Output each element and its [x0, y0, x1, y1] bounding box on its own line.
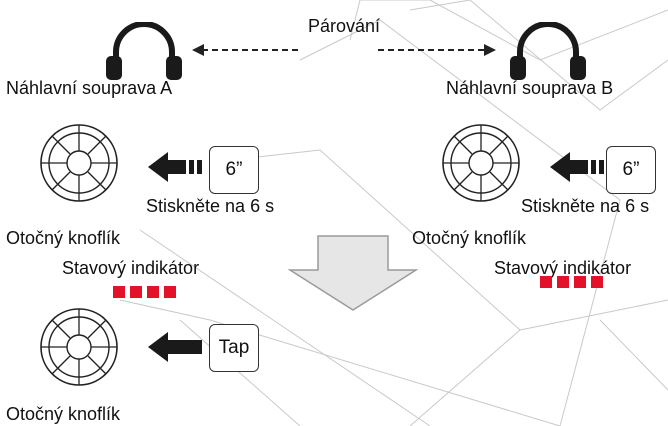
headphones-icon: [510, 22, 586, 80]
status-led: [557, 276, 569, 288]
down-arrow-icon: [287, 235, 419, 311]
tap-arrow-icon: [148, 332, 202, 362]
press-instruction-a: Stiskněte na 6 s: [146, 196, 275, 216]
press-6s-key: 6”: [209, 146, 259, 194]
press-6s-key: 6”: [606, 146, 656, 194]
status-led: [540, 276, 552, 288]
status-indicator-label-b: Stavový indikátor: [494, 258, 632, 278]
rotary-dial-icon: [40, 124, 118, 202]
rotary-dial-icon: [442, 124, 520, 202]
status-led: [574, 276, 586, 288]
tap-key: Tap: [209, 324, 259, 372]
press-arrow-icon: [550, 152, 604, 182]
headset-b-label: Náhlavní souprava B: [446, 78, 614, 98]
status-led: [164, 286, 176, 298]
status-led: [113, 286, 125, 298]
headphones-icon: [106, 22, 182, 80]
press-arrow-icon: [148, 152, 202, 182]
status-indicator-label-a: Stavový indikátor: [62, 258, 200, 278]
press-instruction-b: Stiskněte na 6 s: [521, 196, 650, 216]
status-led: [147, 286, 159, 298]
dial-label-c: Otočný knoflík: [6, 404, 121, 424]
pairing-label: Párování: [308, 16, 381, 36]
rotary-dial-icon: [40, 308, 118, 386]
status-led-row-b: [540, 276, 603, 288]
dial-label-b: Otočný knoflík: [412, 228, 527, 248]
status-led: [591, 276, 603, 288]
dial-label-a: Otočný knoflík: [6, 228, 121, 248]
status-led-row-a: [113, 286, 176, 298]
status-led: [130, 286, 142, 298]
pairing-arrows: [192, 44, 496, 56]
headset-a-label: Náhlavní souprava A: [6, 78, 173, 98]
